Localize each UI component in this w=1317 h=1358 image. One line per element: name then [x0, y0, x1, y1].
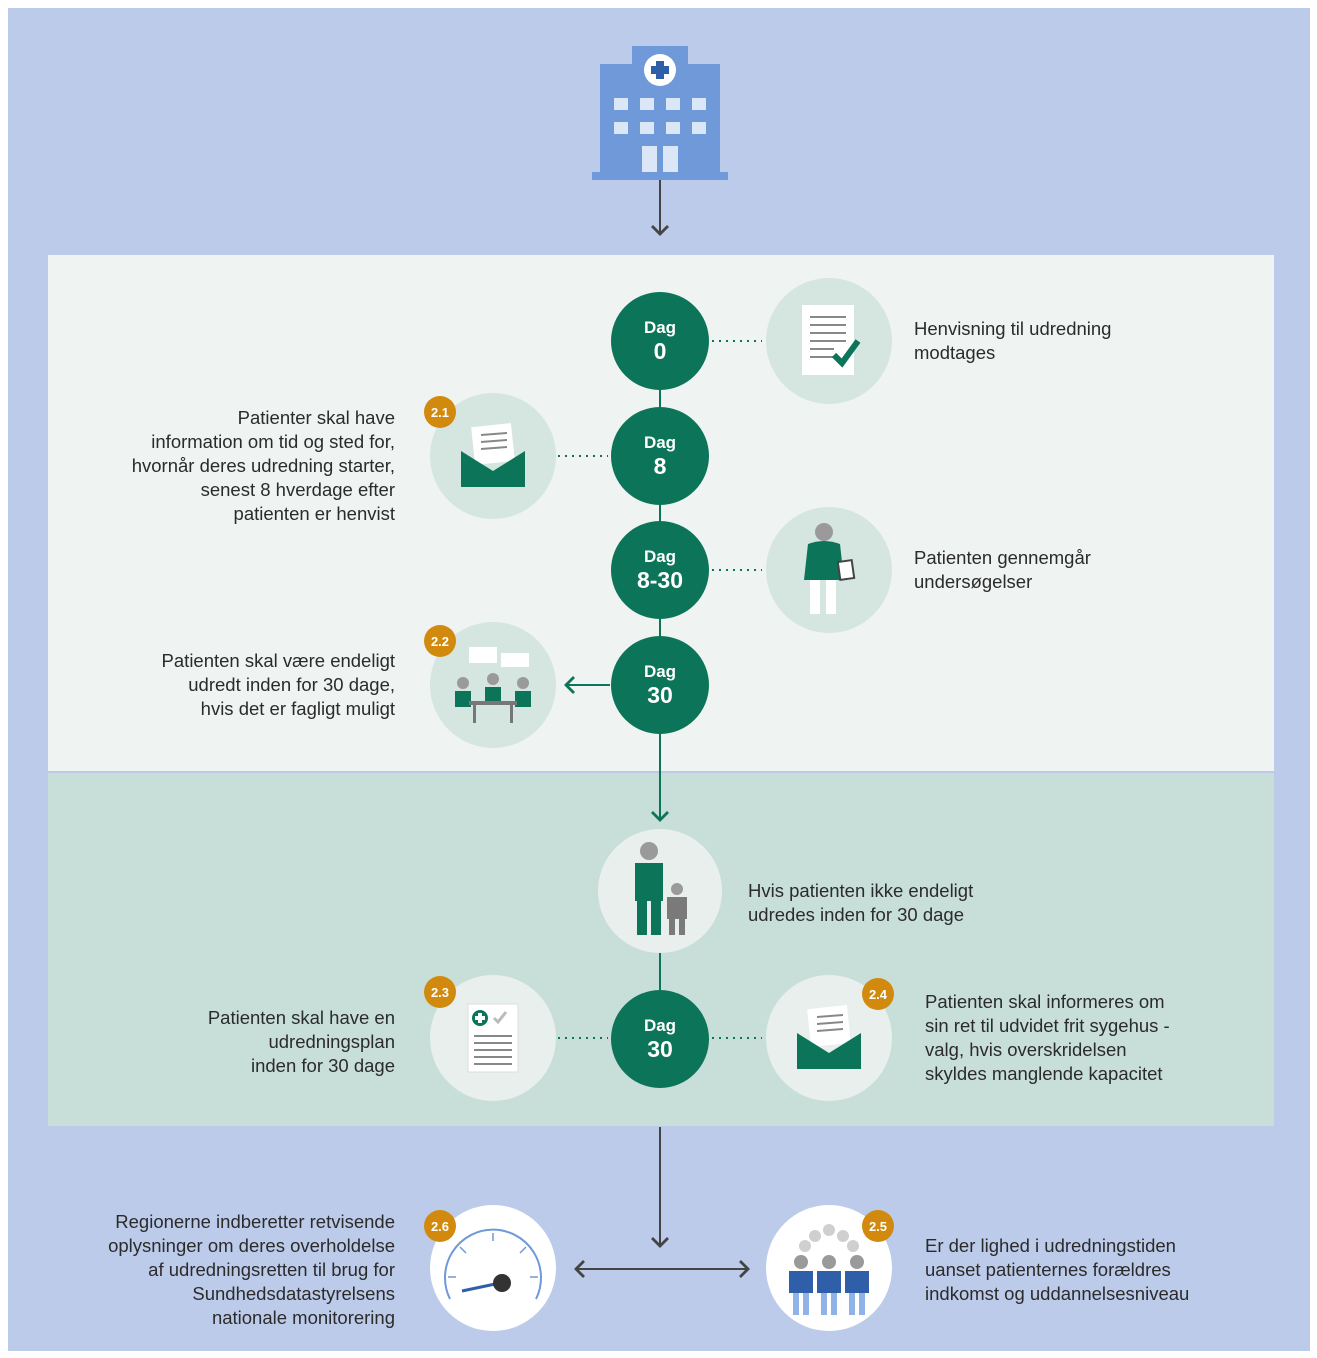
exam-text: Patienten gennemgår undersøgelser: [914, 547, 1091, 592]
day-label: Dag: [643, 317, 677, 337]
day-value: 30: [647, 1035, 673, 1062]
plan-text: Patienten skal have en udredningsplan in…: [207, 1007, 395, 1076]
day-value: 8: [653, 452, 667, 479]
day-value: 0: [653, 337, 667, 364]
day-label: Dag: [643, 661, 677, 681]
regions-text: Regionerne indberetter retvisende oplysn…: [108, 1211, 395, 1328]
day-value: 30: [647, 681, 673, 708]
day-value: 8-30: [636, 566, 684, 593]
badge-2-2: 2.2: [424, 625, 456, 657]
day-8-30-marker: Dag 8-30: [611, 521, 709, 619]
plan-icon-circle: [430, 975, 556, 1101]
info-text: Patienter skal have information om tid o…: [131, 407, 395, 524]
badge-2-4: 2.4: [862, 978, 894, 1010]
group-people-icon: [789, 1224, 869, 1315]
envelope-letter-icon: [461, 423, 525, 487]
day-0-marker: Dag 0: [611, 292, 709, 390]
treatment-plan-icon: [467, 1003, 519, 1073]
document-check-icon: [802, 305, 861, 375]
day-8-marker: Dag 8: [611, 407, 709, 505]
gauge-icon: [444, 1228, 542, 1300]
exam-icon-circle: [766, 507, 892, 633]
referral-text: Henvisning til udredning modtages: [914, 318, 1112, 363]
day-label: Dag: [643, 432, 677, 452]
day-label: Dag: [643, 1015, 677, 1035]
envelope-letter-icon: [797, 1005, 861, 1069]
free-choice-text: Patienten skal informeres om sin ret til…: [925, 991, 1170, 1084]
hospital-building-icon: [592, 46, 728, 180]
day-30-marker: Dag 30: [611, 636, 709, 734]
badge-2-1: 2.1: [424, 396, 456, 428]
day-label: Dag: [643, 546, 677, 566]
referral-icon-circle: [766, 278, 892, 404]
not-final-text: Hvis patienten ikke endeligt udredes ind…: [748, 880, 974, 925]
adult-child-icon: [635, 842, 687, 935]
people-icon-circle: [766, 1205, 892, 1331]
family-icon-circle: [598, 829, 722, 953]
equality-text: Er der lighed i udredningstiden uanset p…: [925, 1235, 1190, 1304]
patient-examination-icon: [804, 523, 856, 614]
badge-2-5: 2.5: [862, 1210, 894, 1242]
day-30-marker-lower: Dag 30: [611, 990, 709, 1088]
final-text: Patienten skal være endeligt udredt inde…: [161, 650, 395, 719]
meeting-table-icon: [455, 647, 531, 723]
badge-2-6: 2.6: [424, 1210, 456, 1242]
badge-2-3: 2.3: [424, 976, 456, 1008]
